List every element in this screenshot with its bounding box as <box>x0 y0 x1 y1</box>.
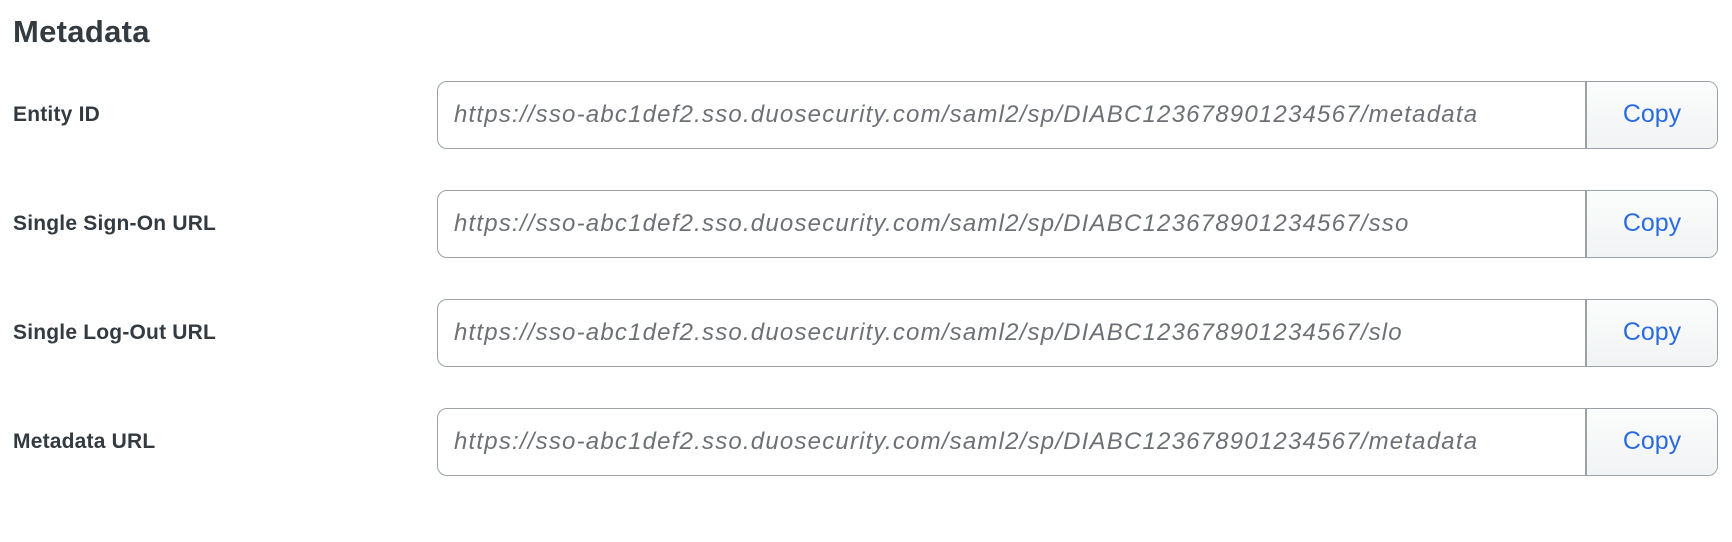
single-log-out-url-label: Single Log-Out URL <box>13 320 217 344</box>
single-sign-on-url-label: Single Sign-On URL <box>13 211 217 235</box>
metadata-url-input[interactable] <box>438 408 1585 475</box>
single-log-out-url-copy-button[interactable]: Copy <box>1585 299 1717 366</box>
single-sign-on-url-input-group: Copy <box>437 189 1718 258</box>
single-sign-on-url-copy-button[interactable]: Copy <box>1585 190 1717 257</box>
row-single-log-out-url: Single Log-Out URL Copy <box>13 298 1718 367</box>
section-title: Metadata <box>13 14 150 49</box>
single-sign-on-url-input[interactable] <box>438 190 1585 257</box>
row-metadata-url: Metadata URL Copy <box>13 407 1718 476</box>
metadata-url-label: Metadata URL <box>13 429 156 453</box>
metadata-url-copy-button[interactable]: Copy <box>1585 408 1717 475</box>
entity-id-label: Entity ID <box>13 102 100 126</box>
row-entity-id: Entity ID Copy <box>13 80 1718 149</box>
metadata-rows: Entity ID Copy Single Sign-On URL Copy S… <box>13 80 1718 476</box>
metadata-section: Metadata Entity ID Copy Single Sign-On U… <box>13 14 1718 476</box>
metadata-url-input-group: Copy <box>437 407 1718 476</box>
single-log-out-url-input-group: Copy <box>437 298 1718 367</box>
single-log-out-url-input[interactable] <box>438 299 1585 366</box>
row-single-sign-on-url: Single Sign-On URL Copy <box>13 189 1718 258</box>
entity-id-copy-button[interactable]: Copy <box>1585 81 1717 148</box>
entity-id-input-group: Copy <box>437 80 1718 149</box>
entity-id-input[interactable] <box>438 81 1585 148</box>
